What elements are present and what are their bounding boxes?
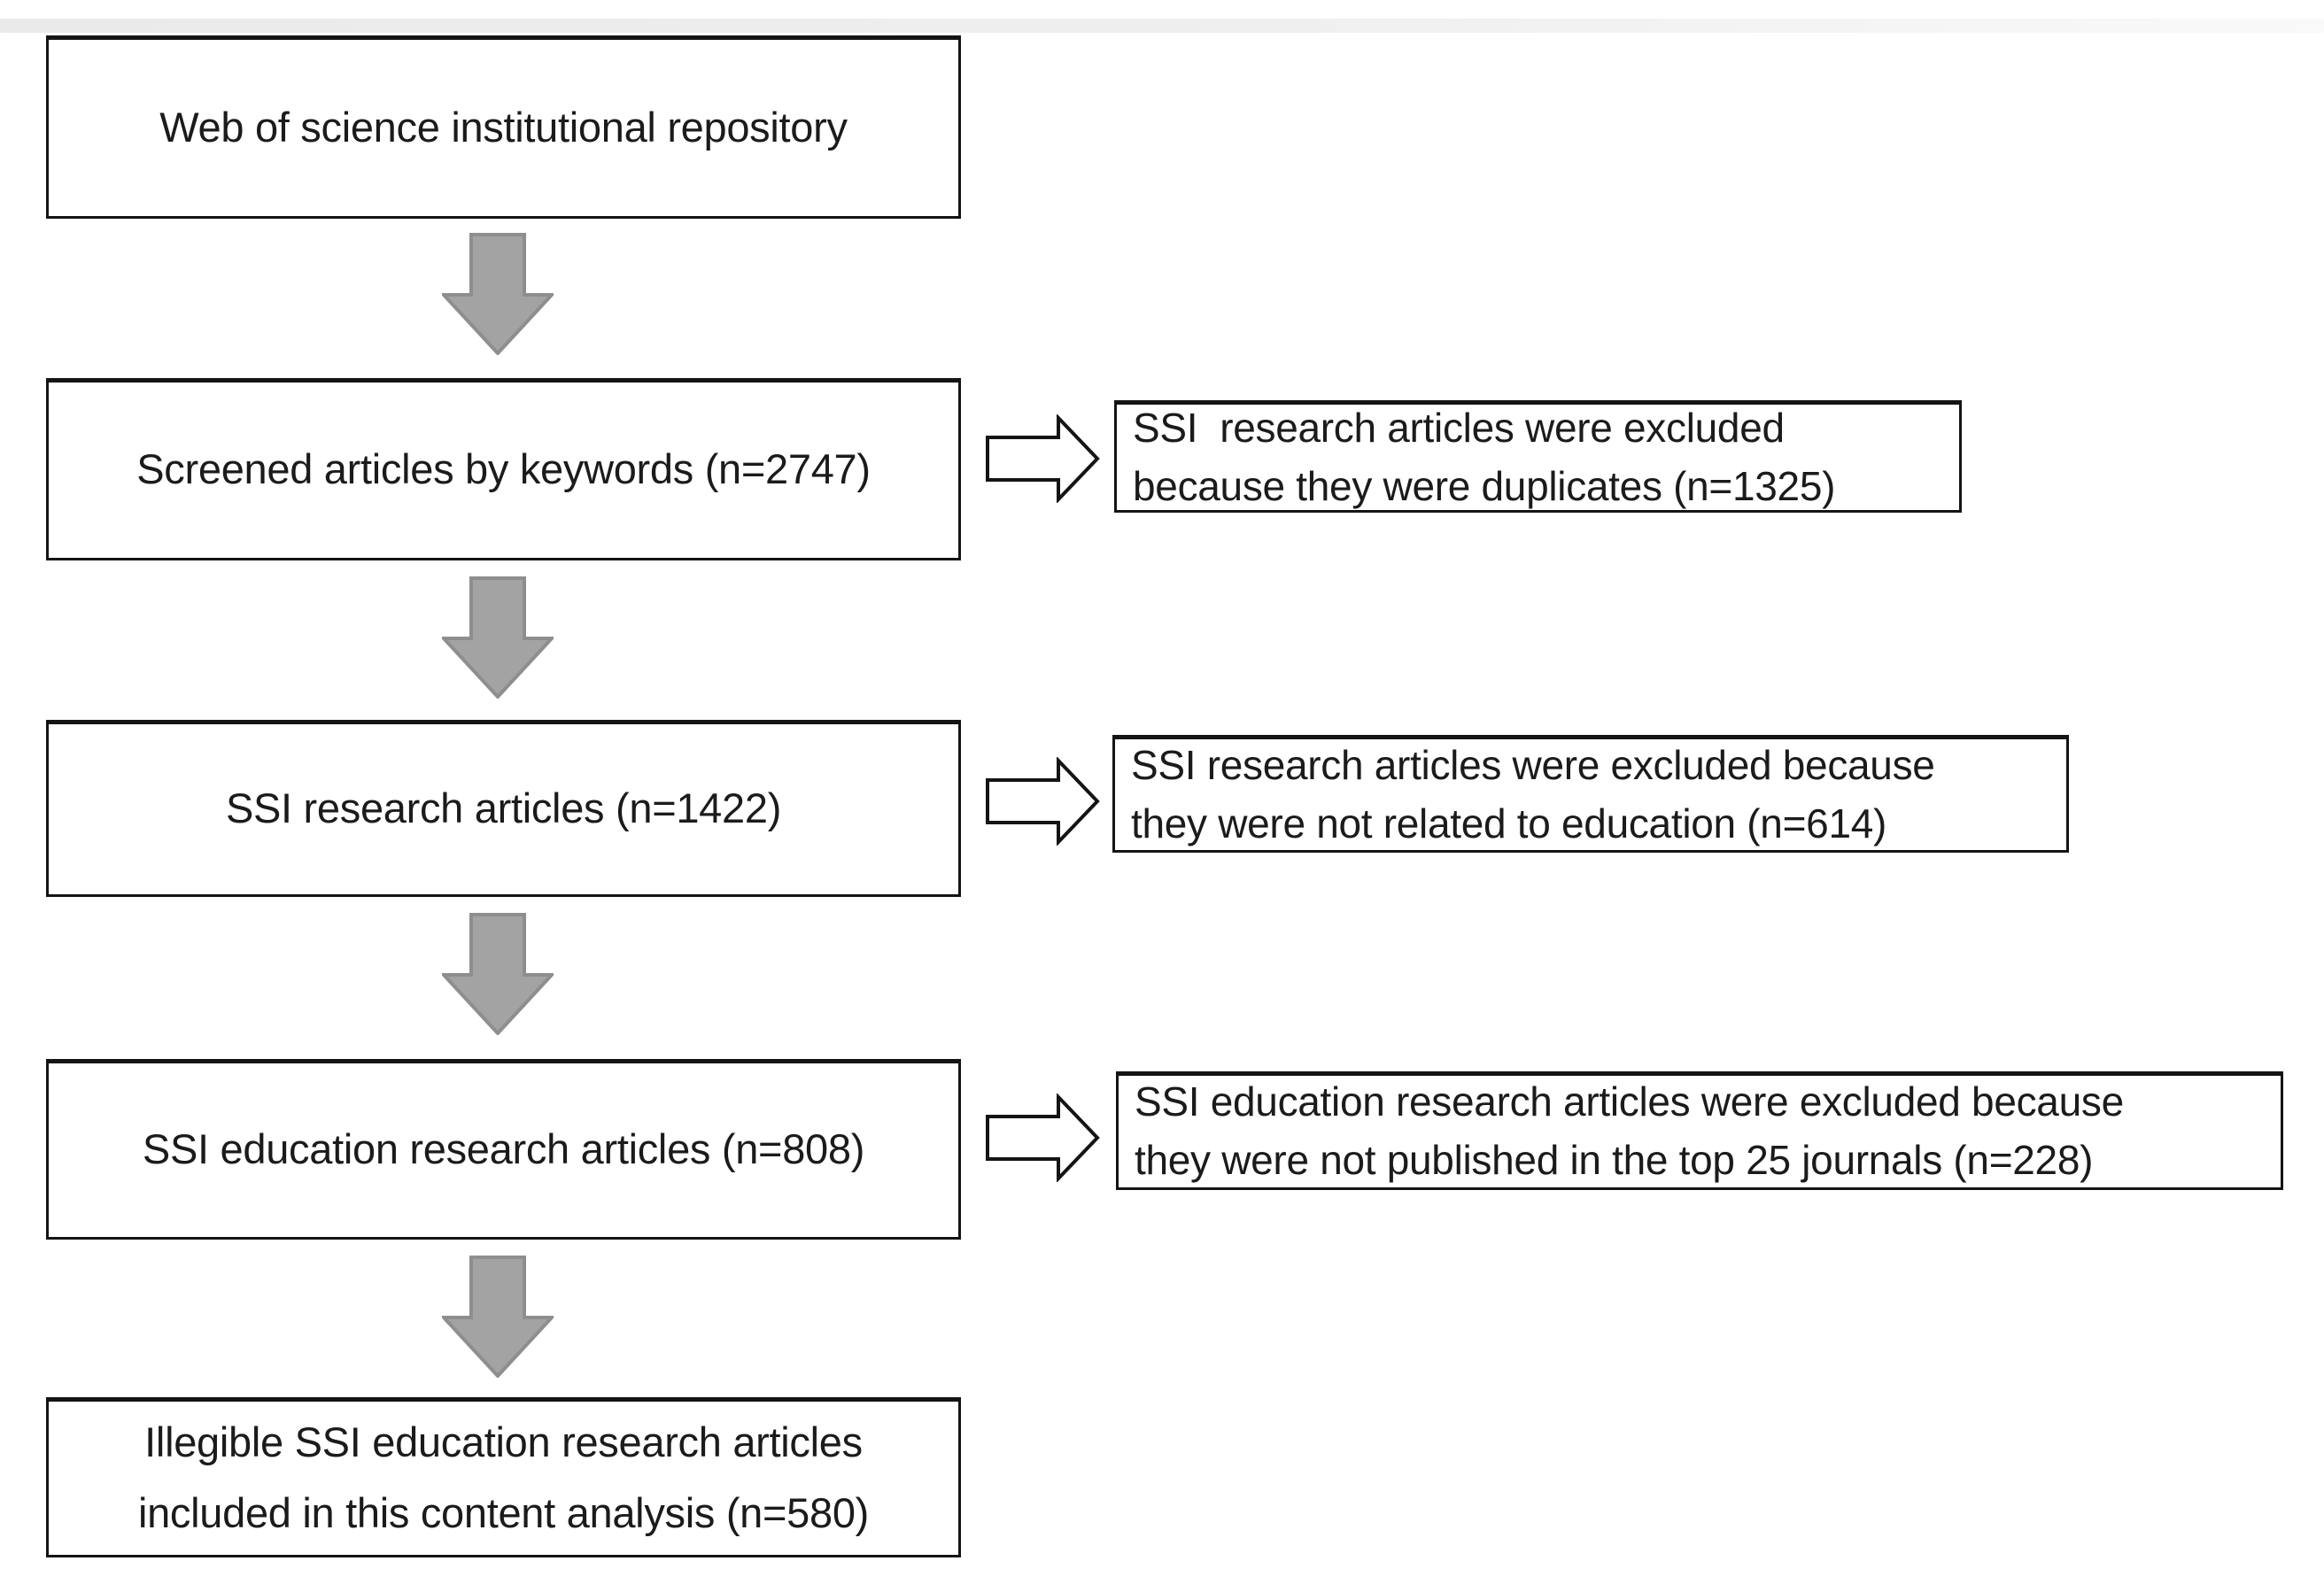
exclusion-box-not-education-line2: they were not related to education (n=61…	[1131, 800, 1887, 846]
flow-box-included-text-line1: Illegible SSI education research article…	[144, 1418, 863, 1465]
flow-box-ssi-education-text: SSI education research articles (n=808)	[142, 1125, 865, 1172]
exclusion-box-duplicates-line1: SSI research articles were excluded	[1133, 404, 1785, 451]
exclusion-box-not-education: SSI research articles were excluded beca…	[1112, 735, 2069, 853]
flow-box-ssi: SSI research articles (n=1422)	[46, 720, 961, 897]
page-top-band	[0, 19, 2324, 33]
down-arrow-icon	[442, 233, 554, 355]
right-arrow-icon	[986, 1094, 1101, 1182]
exclusion-box-not-top25-line1: SSI education research articles were exc…	[1135, 1078, 2124, 1124]
down-arrow-icon	[442, 1256, 554, 1378]
right-arrow-icon	[986, 757, 1101, 846]
flow-box-ssi-text: SSI research articles (n=1422)	[225, 784, 782, 831]
down-arrow-icon	[442, 576, 554, 699]
right-arrow-icon	[986, 414, 1101, 503]
flow-box-included: Illegible SSI education research article…	[46, 1397, 961, 1557]
flow-box-screened: Screened articles by keywords (n=2747)	[46, 378, 961, 560]
exclusion-box-duplicates: SSI research articles were excluded beca…	[1114, 400, 1962, 513]
flow-box-source: Web of science institutional repository	[46, 35, 961, 219]
down-arrow-icon	[442, 913, 554, 1035]
exclusion-box-not-top25: SSI education research articles were exc…	[1116, 1071, 2283, 1190]
flow-box-source-text: Web of science institutional repository	[159, 103, 848, 151]
exclusion-box-not-top25-line2: they were not published in the top 25 jo…	[1135, 1137, 2094, 1183]
flow-box-included-text-line2: included in this content analysis (n=580…	[137, 1488, 870, 1536]
flow-box-screened-text: Screened articles by keywords (n=2747)	[136, 445, 871, 492]
exclusion-box-not-education-line1: SSI research articles were excluded beca…	[1131, 741, 1935, 788]
flow-box-ssi-education: SSI education research articles (n=808)	[46, 1059, 961, 1240]
exclusion-box-duplicates-line2: because they were duplicates (n=1325)	[1133, 462, 1836, 509]
